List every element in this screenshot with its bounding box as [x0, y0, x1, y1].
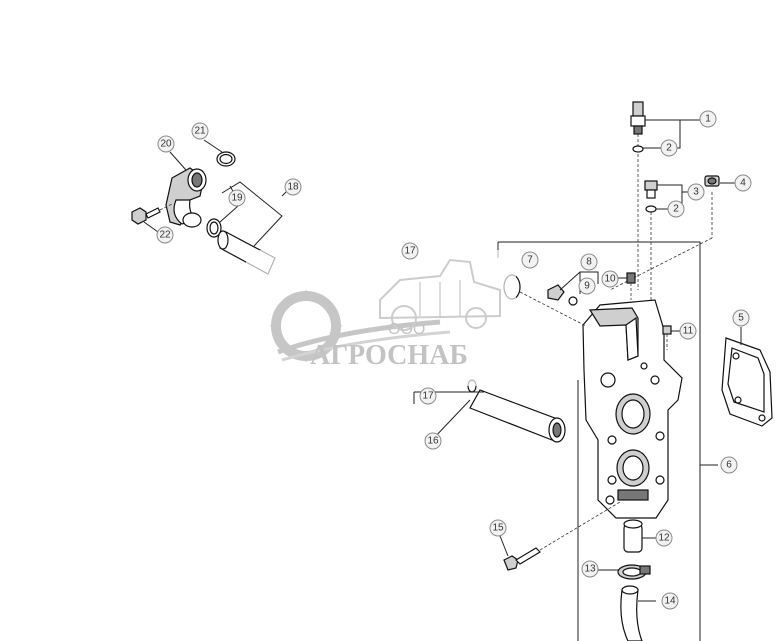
- callout-number: 18: [287, 182, 299, 193]
- watermark-company-name: АГРОСНАБ: [310, 340, 468, 371]
- callout-number: 2: [666, 143, 672, 154]
- callout-4: 4: [734, 174, 752, 192]
- callout-number: 6: [726, 460, 732, 471]
- callout-number: 12: [658, 533, 670, 544]
- callout-number: 17: [422, 391, 434, 402]
- callout-number: 14: [664, 596, 676, 607]
- callout-17: 17: [401, 242, 419, 260]
- callout-number: 21: [194, 126, 206, 137]
- watermark-logo: ООО АГРОСНАБ: [246, 250, 516, 386]
- callout-12: 12: [655, 529, 673, 547]
- callout-2: 2: [660, 139, 678, 157]
- sensor-and-plugs: [609, 101, 720, 300]
- callout-5: 5: [732, 309, 750, 327]
- callout-number: 16: [427, 436, 439, 447]
- callout-15: 15: [489, 519, 507, 537]
- callout-8: 8: [580, 253, 598, 271]
- callout-number: 15: [492, 523, 504, 534]
- callout-number: 17: [404, 246, 416, 257]
- callout-13: 13: [581, 560, 599, 578]
- callout-number: 9: [584, 281, 590, 292]
- callout-16: 16: [424, 432, 442, 450]
- callout-11: 11: [679, 322, 697, 340]
- callout-22: 22: [156, 226, 174, 244]
- callout-number: 2: [673, 204, 679, 215]
- callout-14: 14: [661, 592, 679, 610]
- callout-number: 1: [705, 114, 711, 125]
- callout-number: 20: [160, 139, 172, 150]
- callout-number: 19: [231, 193, 243, 204]
- callout-number: 4: [740, 178, 746, 189]
- watermark-prefix: ООО: [388, 321, 425, 338]
- callout-20: 20: [157, 135, 175, 153]
- callout-number: 13: [584, 564, 596, 575]
- callout-number: 7: [527, 255, 533, 266]
- callout-number: 8: [586, 257, 592, 268]
- callout-17: 17: [419, 387, 437, 405]
- callout-number: 5: [738, 313, 744, 324]
- callout-2: 2: [667, 200, 685, 218]
- callout-6: 6: [720, 456, 738, 474]
- callout-number: 11: [683, 326, 694, 337]
- callout-3: 3: [687, 183, 705, 201]
- callout-9: 9: [578, 277, 596, 295]
- callout-number: 3: [693, 187, 699, 198]
- callout-18: 18: [284, 178, 302, 196]
- callout-21: 21: [191, 122, 209, 140]
- callout-number: 10: [604, 274, 616, 285]
- callout-19: 19: [228, 189, 246, 207]
- gasket: [721, 337, 773, 427]
- main-housing: [497, 241, 718, 641]
- callout-1: 1: [699, 110, 717, 128]
- hose-and-clamp: [617, 519, 651, 641]
- callout-number: 22: [159, 230, 171, 241]
- callout-10: 10: [601, 270, 619, 288]
- callout-7: 7: [521, 251, 539, 269]
